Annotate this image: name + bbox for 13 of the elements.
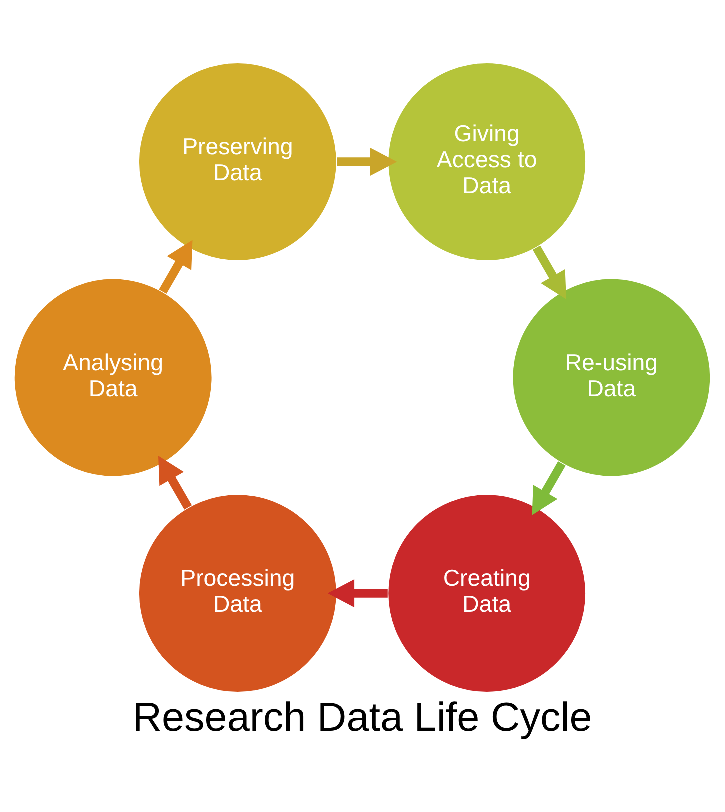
node-circle: Preserving Data <box>138 62 338 262</box>
node-circle: Creating Data <box>387 494 587 694</box>
arrow <box>328 580 388 608</box>
arrow <box>337 148 398 176</box>
diagram-title: Research Data Life Cycle <box>132 694 592 740</box>
node-circle: Analysing Data <box>13 278 214 478</box>
arrow <box>532 462 566 516</box>
arrow <box>158 456 192 510</box>
arrow <box>159 240 193 294</box>
node-circle: Processing Data <box>138 494 338 694</box>
arrow <box>532 246 566 300</box>
node-circle: Re-using Data <box>512 278 712 478</box>
node-circle: Giving Access to Data <box>387 62 587 262</box>
